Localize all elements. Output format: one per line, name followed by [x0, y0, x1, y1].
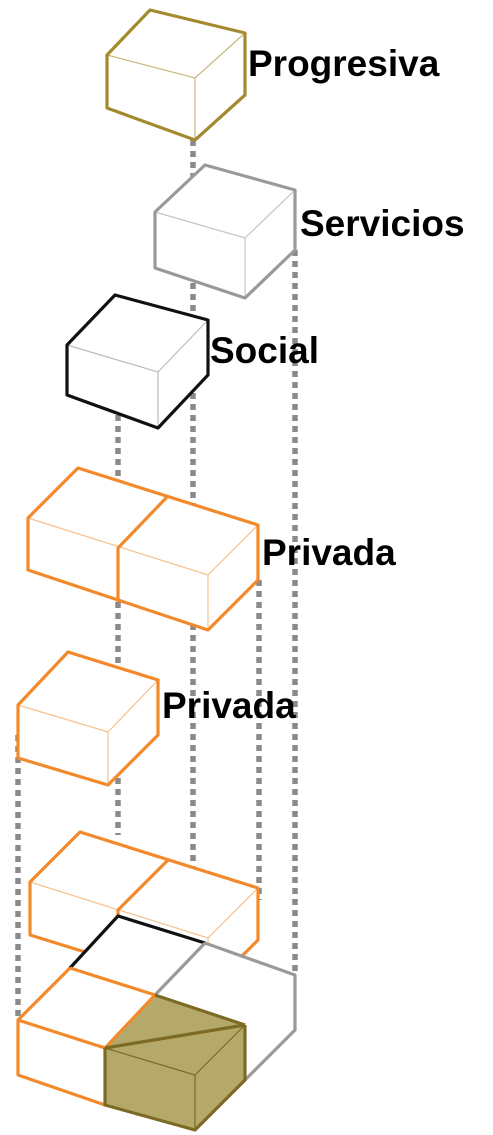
block-ground-level — [16, 914, 297, 1132]
label-social: Social — [210, 330, 319, 371]
block-servicios — [153, 163, 297, 300]
block-social — [65, 293, 210, 430]
label-progresiva: Progresiva — [248, 43, 440, 84]
label-privada-upper: Privada — [262, 532, 396, 573]
block-privada-lower — [16, 650, 160, 787]
label-servicios: Servicios — [300, 203, 465, 244]
block-progresiva — [105, 8, 247, 142]
block-privada-upper — [26, 466, 260, 632]
label-privada-lower: Privada — [162, 685, 296, 726]
